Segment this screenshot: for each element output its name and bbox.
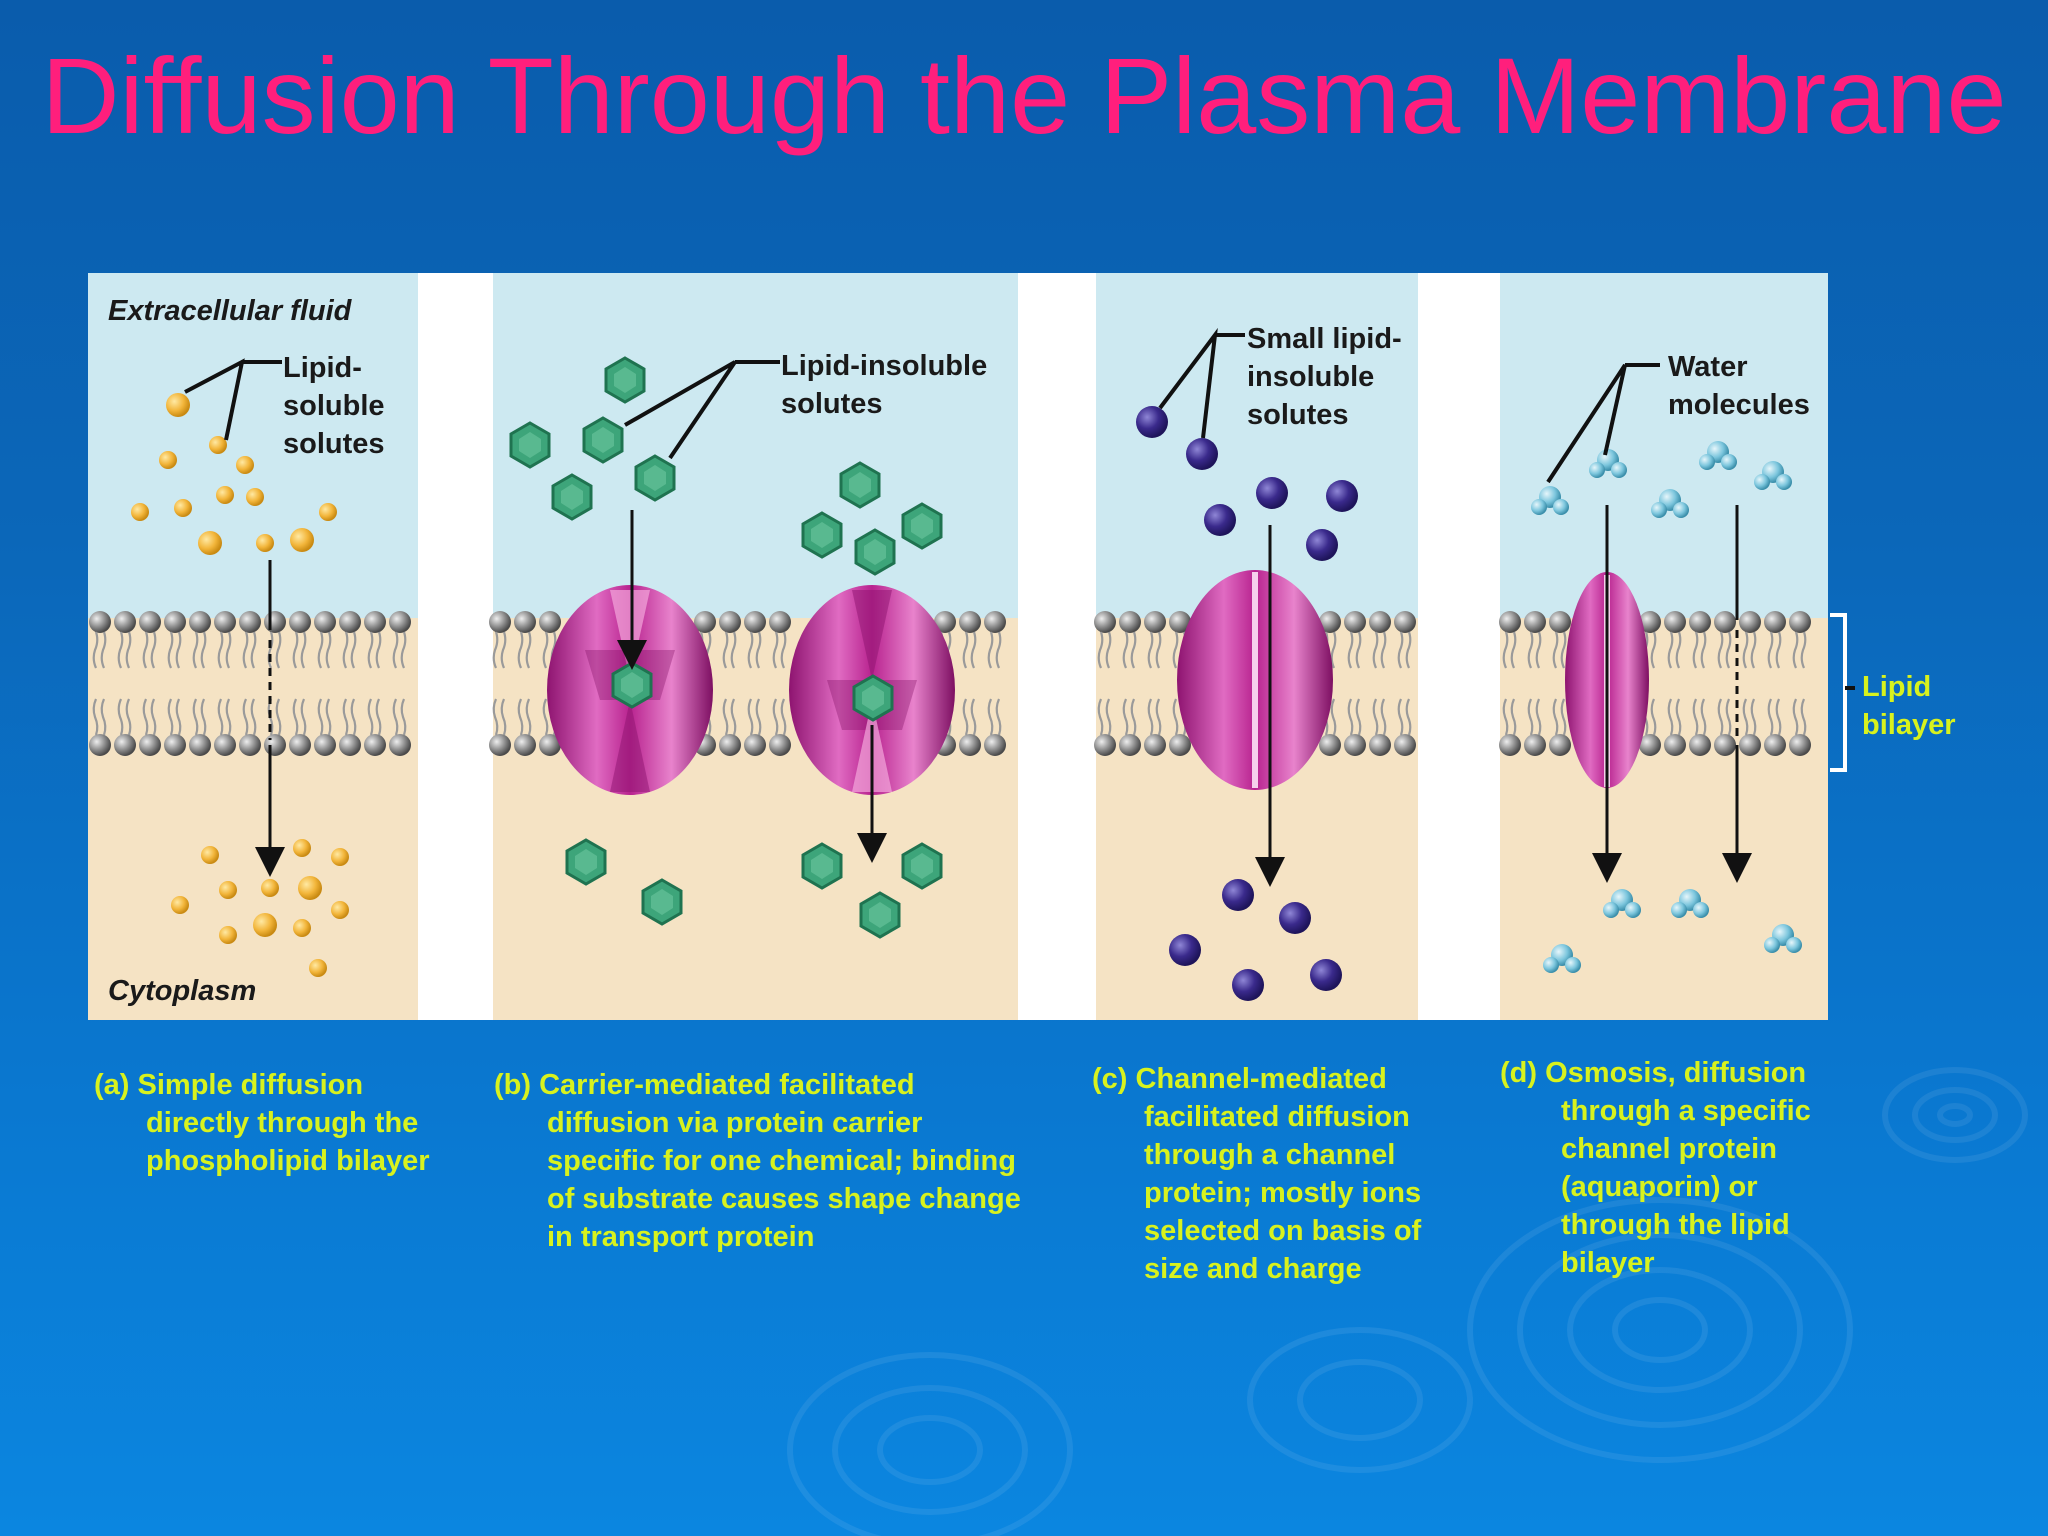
panel-c xyxy=(1096,273,1418,1020)
label-lipid-insoluble-solutes: Lipid-insoluble solutes xyxy=(781,350,995,420)
caption-letter: (b) xyxy=(494,1069,532,1101)
caption-a: (a) Simple diffusion directly through th… xyxy=(94,1069,430,1177)
panel-gap xyxy=(1418,273,1500,1020)
extracellular-label: Extracellular fluid xyxy=(108,295,353,327)
slide-title: Diffusion Through the Plasma Membrane xyxy=(41,35,2007,156)
panel-gap xyxy=(418,273,493,1020)
label-water-molecules: Water molecules xyxy=(1668,351,1810,421)
caption-b: (b) Carrier-mediated facilitated diffusi… xyxy=(494,1069,1021,1253)
channel-protein xyxy=(1177,570,1333,790)
label-lipid-bilayer: Lipid bilayer xyxy=(1862,671,1956,741)
caption-letter: (a) xyxy=(94,1069,130,1101)
caption-d: (d) Osmosis, diffusion through a specifi… xyxy=(1500,1057,1811,1279)
caption-letter: (d) xyxy=(1500,1057,1538,1089)
caption-letter: (c) xyxy=(1092,1063,1128,1095)
bilayer-bracket xyxy=(1830,613,1847,772)
label-small-lipid-insoluble-solutes: Small lipid- insoluble solutes xyxy=(1247,323,1410,431)
label-lipid-soluble-solutes: Lipid- soluble solutes xyxy=(283,352,393,460)
panel-a xyxy=(88,273,418,1020)
panel-gap xyxy=(1018,273,1096,1020)
caption-c: (c) Channel-mediated facilitated diffusi… xyxy=(1092,1063,1422,1285)
cytoplasm-label: Cytoplasm xyxy=(108,975,256,1007)
